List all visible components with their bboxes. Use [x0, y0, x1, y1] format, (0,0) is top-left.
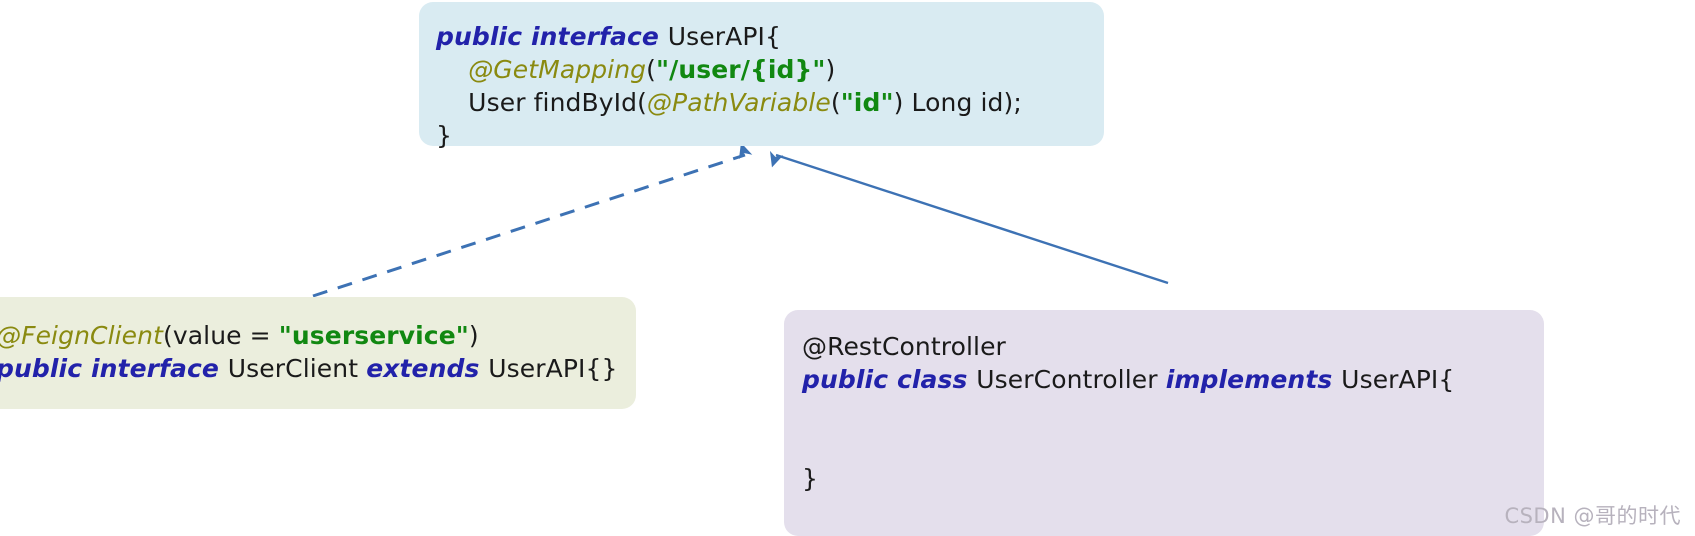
- code-token-ann-plain: @RestController: [802, 332, 1006, 361]
- code-token-str: "userservice": [278, 321, 469, 350]
- code-token-plain: ) Long id);: [893, 88, 1022, 117]
- code-token-plain: }: [802, 464, 819, 493]
- code-token-kw: public interface: [0, 354, 228, 383]
- code-token-plain: ): [468, 321, 479, 350]
- code-line: public interface UserAPI{: [436, 20, 1104, 53]
- code-token-kw: extends: [366, 354, 489, 383]
- code-token-ann: @FeignClient: [0, 321, 163, 350]
- code-token-plain: UserAPI{: [1341, 365, 1455, 394]
- code-token-plain: User findById(: [436, 88, 647, 117]
- code-line: public class UserController implements U…: [802, 363, 1544, 396]
- code-token-str: "/user/{id}": [656, 55, 826, 84]
- code-token-plain: }: [436, 121, 453, 150]
- code-line: public interface UserClient extends User…: [0, 352, 636, 385]
- code-token-plain: UserController: [976, 365, 1166, 394]
- code-line: User findById(@PathVariable("id") Long i…: [436, 86, 1104, 119]
- csdn-watermark: CSDN @哥的时代: [1504, 504, 1681, 528]
- connector-userclient-to-userapi: [312, 142, 753, 298]
- code-token-kw: implements: [1165, 365, 1342, 394]
- code-token-plain: ): [825, 55, 836, 84]
- code-token-kw: public class: [802, 365, 977, 394]
- code-token-plain: UserAPI{}: [488, 354, 618, 383]
- connector-usercontroller-to-userapi: [769, 150, 1169, 285]
- code-token-plain: (value =: [163, 321, 279, 350]
- code-token-plain: (: [830, 88, 841, 117]
- code-token-kw: public interface: [436, 22, 668, 51]
- code-token-plain: (: [646, 55, 656, 84]
- code-token-plain: [436, 55, 468, 84]
- code-line: }: [802, 462, 1544, 495]
- code-token-ann: @PathVariable: [646, 88, 831, 117]
- code-line: @FeignClient(value = "userservice"): [0, 319, 636, 352]
- code-token-ann: @GetMapping: [468, 55, 647, 84]
- code-line: }: [436, 119, 1104, 152]
- code-box-user-client: @FeignClient(value = "userservice")publi…: [0, 297, 636, 409]
- code-box-user-api: public interface UserAPI{ @GetMapping("/…: [419, 2, 1104, 150]
- code-line: [802, 396, 1544, 429]
- code-line: @RestController: [802, 330, 1544, 363]
- code-token-plain: UserAPI{: [667, 22, 782, 51]
- code-line: @GetMapping("/user/{id}"): [436, 53, 1104, 86]
- code-token-str: "id": [840, 88, 894, 117]
- code-token-plain: UserClient: [227, 354, 367, 383]
- code-line: [802, 429, 1544, 462]
